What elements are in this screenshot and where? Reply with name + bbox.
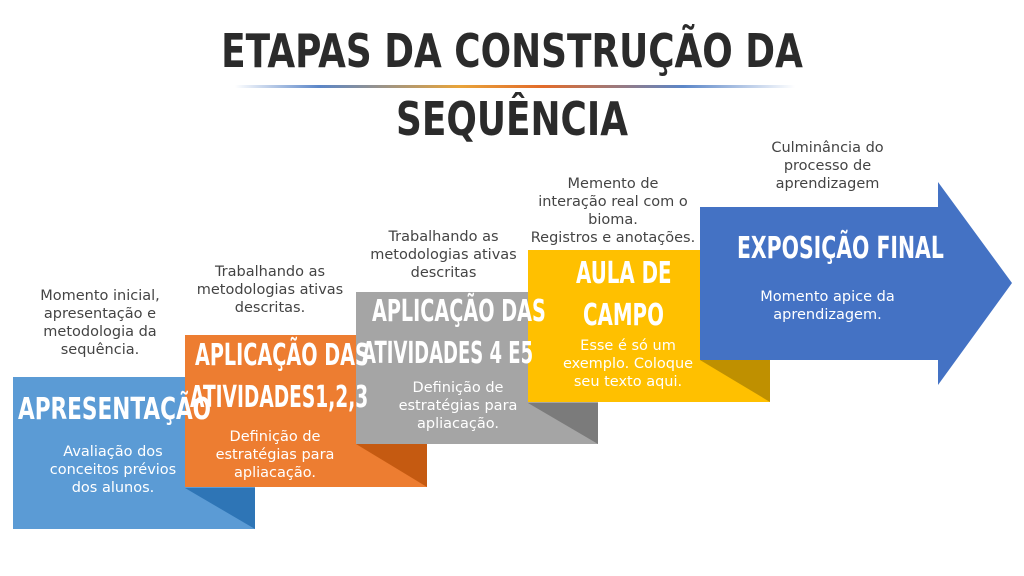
step3-shadow bbox=[528, 403, 598, 444]
step3-note: Trabalhando as metodologias ativas descr… bbox=[370, 229, 517, 281]
step1-title: APRESENTAÇÃO bbox=[18, 392, 212, 427]
step4-title-line2: CAMPO bbox=[583, 298, 664, 333]
step5-body: Momento apice da aprendizagem. bbox=[760, 289, 895, 323]
step5-arrow bbox=[700, 182, 1012, 385]
step2-shadow bbox=[356, 444, 427, 487]
page-title-line2: SEQUÊNCIA bbox=[396, 92, 628, 146]
step3-body: Definição de estratégias para apliacação… bbox=[398, 380, 518, 432]
step4-body: Esse é só um exemplo. Coloque seu texto … bbox=[562, 338, 694, 390]
step5-title: EXPOSIÇÃO FINAL bbox=[737, 231, 944, 266]
step2-body: Definição de estratégias para apliacação… bbox=[215, 429, 335, 481]
step1-shadow bbox=[185, 488, 255, 529]
title-divider bbox=[235, 85, 795, 88]
step1-body: Avaliação dos conceitos prévios dos alun… bbox=[49, 444, 177, 496]
step1-note: Momento inicial, apresentação e metodolo… bbox=[40, 288, 160, 358]
step3-title-line2: ATIVIDADES 4 E5 bbox=[362, 336, 534, 371]
step4-note: Memento de interação real com o bioma. R… bbox=[530, 176, 696, 246]
step4-shadow bbox=[700, 360, 770, 402]
step3-title-line1: APLICAÇÃO DAS bbox=[372, 294, 546, 329]
step2-title-line2: ATIVIDADES1,2,3 bbox=[190, 380, 369, 415]
page-title-line1: ETAPAS DA CONSTRUÇÃO DA bbox=[221, 24, 803, 78]
step2-note: Trabalhando as metodologias ativas descr… bbox=[196, 264, 344, 316]
step5-note: Culminância do processo de aprendizagem bbox=[771, 140, 884, 192]
step2-title-line1: APLICAÇÃO DAS bbox=[195, 338, 369, 373]
step4-title-line1: AULA DE bbox=[576, 256, 672, 291]
